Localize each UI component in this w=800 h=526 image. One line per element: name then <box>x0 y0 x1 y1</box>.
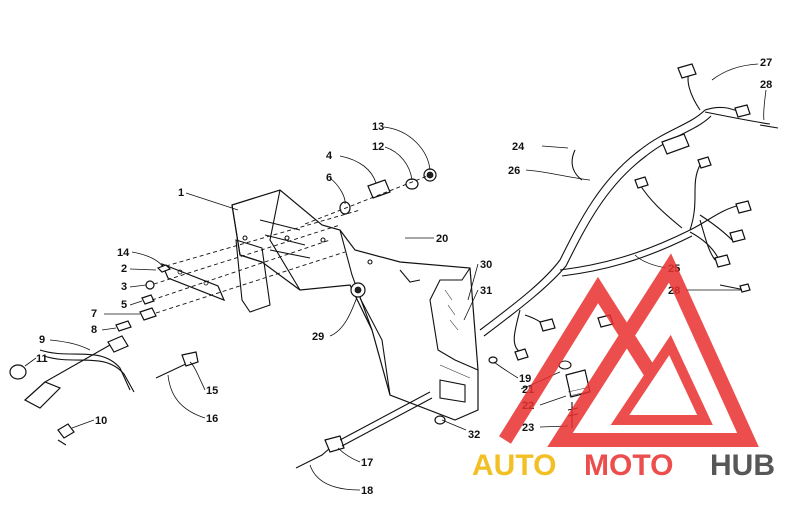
throttle-cable <box>9 335 135 409</box>
label-7: 7 <box>91 308 97 320</box>
label-2: 2 <box>121 263 127 275</box>
label-4: 4 <box>326 150 333 162</box>
top-components <box>304 168 437 225</box>
logo-triangle-left <box>499 276 656 444</box>
label-12: 12 <box>372 141 384 153</box>
label-16: 16 <box>206 413 218 425</box>
label-17: 17 <box>361 457 373 469</box>
logo-word-hub: HUB <box>710 449 775 482</box>
label-10: 10 <box>95 415 107 427</box>
main-bracket <box>231 189 479 421</box>
part-labels: 1 2 3 4 5 6 7 8 9 10 11 12 13 14 15 16 1… <box>36 57 772 497</box>
wiring-harness <box>479 63 779 361</box>
grommets <box>350 282 498 425</box>
switch-10 <box>57 423 75 446</box>
ground-wire-16 <box>155 351 199 379</box>
label-28-top: 28 <box>760 79 772 91</box>
label-18: 18 <box>361 485 373 497</box>
label-26: 26 <box>508 165 520 177</box>
watermark-logo: AUTO MOTO HUB <box>472 253 775 482</box>
label-23: 23 <box>522 422 534 434</box>
label-24: 24 <box>512 141 525 153</box>
label-31: 31 <box>480 285 492 297</box>
label-9: 9 <box>39 334 45 346</box>
label-20: 20 <box>436 233 448 245</box>
label-15: 15 <box>206 385 218 397</box>
label-27: 27 <box>760 57 772 69</box>
logo-triangle-right <box>547 253 759 447</box>
label-5: 5 <box>121 299 127 311</box>
label-29: 29 <box>312 331 324 343</box>
label-6: 6 <box>326 172 332 184</box>
label-32: 32 <box>468 429 480 441</box>
logo-word-auto: AUTO <box>472 449 556 482</box>
label-30: 30 <box>480 259 492 271</box>
label-14: 14 <box>117 247 130 259</box>
mounting-plate <box>160 262 226 302</box>
label-3: 3 <box>121 281 127 293</box>
logo-triangle-inner <box>610 334 713 425</box>
label-19: 19 <box>519 373 531 385</box>
logo-word-moto: MOTO <box>584 449 673 482</box>
wire-18 <box>295 391 433 469</box>
label-11: 11 <box>36 353 48 365</box>
label-8: 8 <box>91 324 97 336</box>
label-13: 13 <box>372 121 384 133</box>
label-1: 1 <box>178 187 184 199</box>
left-fasteners <box>115 209 361 332</box>
